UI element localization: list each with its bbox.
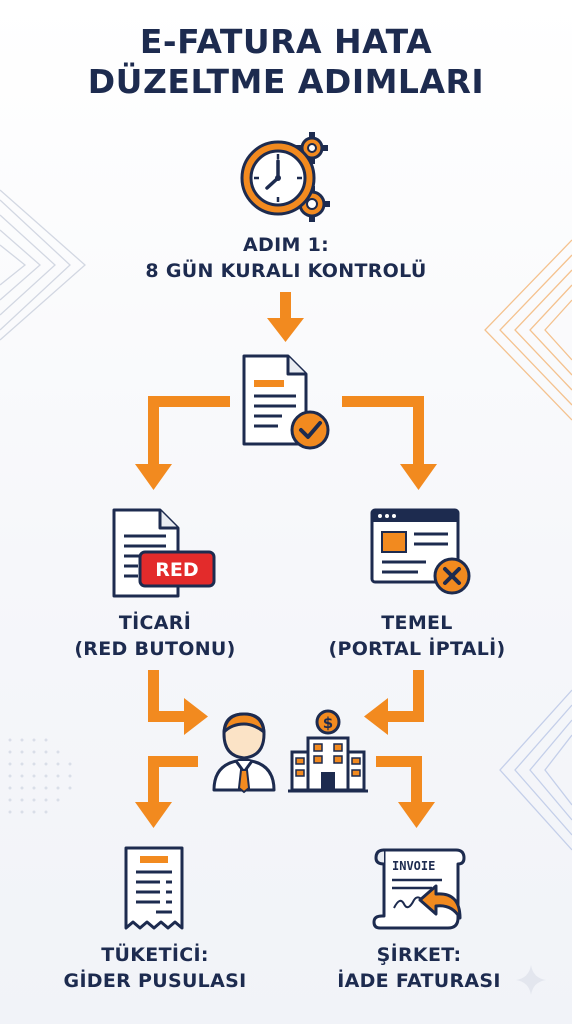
ticari-label-2: (RED BUTONU)	[74, 638, 236, 660]
arrow-to-ticari	[135, 396, 230, 490]
temel-label-2: (PORTAL İPTALİ)	[328, 638, 506, 660]
arrow-to-temel	[342, 396, 437, 490]
document-red-icon: RED	[112, 508, 216, 598]
red-badge-text: RED	[155, 559, 198, 581]
ticari-label-1: TİCARİ	[118, 612, 192, 634]
arrow-temel-to-building	[364, 670, 424, 735]
person-icon	[212, 712, 276, 794]
step1-label-1: ADIM 1:	[243, 234, 329, 256]
tuketici-label-1: TÜKETİCİ:	[101, 944, 209, 966]
clock-gears-icon	[240, 132, 330, 222]
arrow-to-sirket	[376, 756, 435, 828]
browser-cancel-icon	[370, 508, 471, 595]
sirket-label-2: İADE FATURASI	[337, 970, 501, 992]
sparkle-icon	[516, 965, 546, 995]
title-line-2: DÜZELTME ADIMLARI	[87, 62, 485, 101]
arrow-step1-down	[267, 292, 304, 342]
arrow-to-tuketici	[135, 756, 198, 828]
invoice-return-icon: INVOIE	[372, 848, 466, 930]
dollar-icon-text: $	[323, 714, 333, 732]
receipt-icon	[124, 846, 184, 930]
arrow-ticari-to-person	[148, 670, 208, 735]
tuketici-label-2: GİDER PUSULASI	[63, 970, 247, 992]
building-icon: $	[288, 709, 368, 793]
document-check-icon	[242, 354, 330, 450]
step1-label-2: 8 GÜN KURALI KONTROLÜ	[145, 260, 427, 282]
temel-label-1: TEMEL	[381, 612, 453, 634]
sirket-label-1: ŞİRKET:	[376, 944, 462, 966]
title-line-1: E-FATURA HATA	[139, 22, 433, 61]
invoice-title-text: INVOIE	[392, 859, 435, 873]
